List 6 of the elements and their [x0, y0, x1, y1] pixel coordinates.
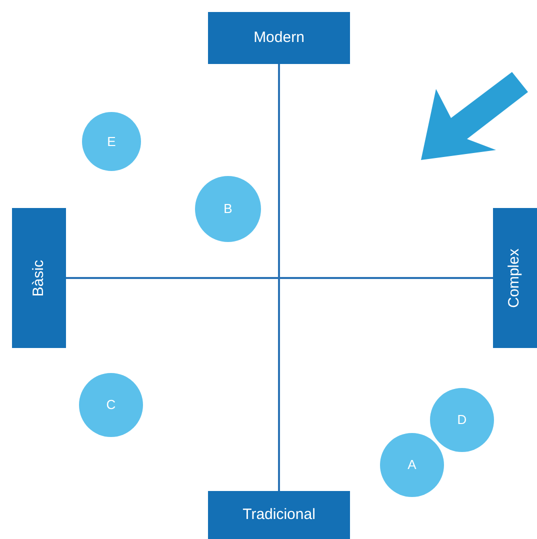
axis-line [66, 277, 493, 279]
axis-label-box: Bàsic [12, 208, 66, 348]
axis-label-box: Tradicional [208, 491, 350, 539]
axis-label-box: Modern [208, 12, 350, 64]
axis-label-box: Complex [493, 208, 537, 348]
axis-line [278, 64, 280, 491]
